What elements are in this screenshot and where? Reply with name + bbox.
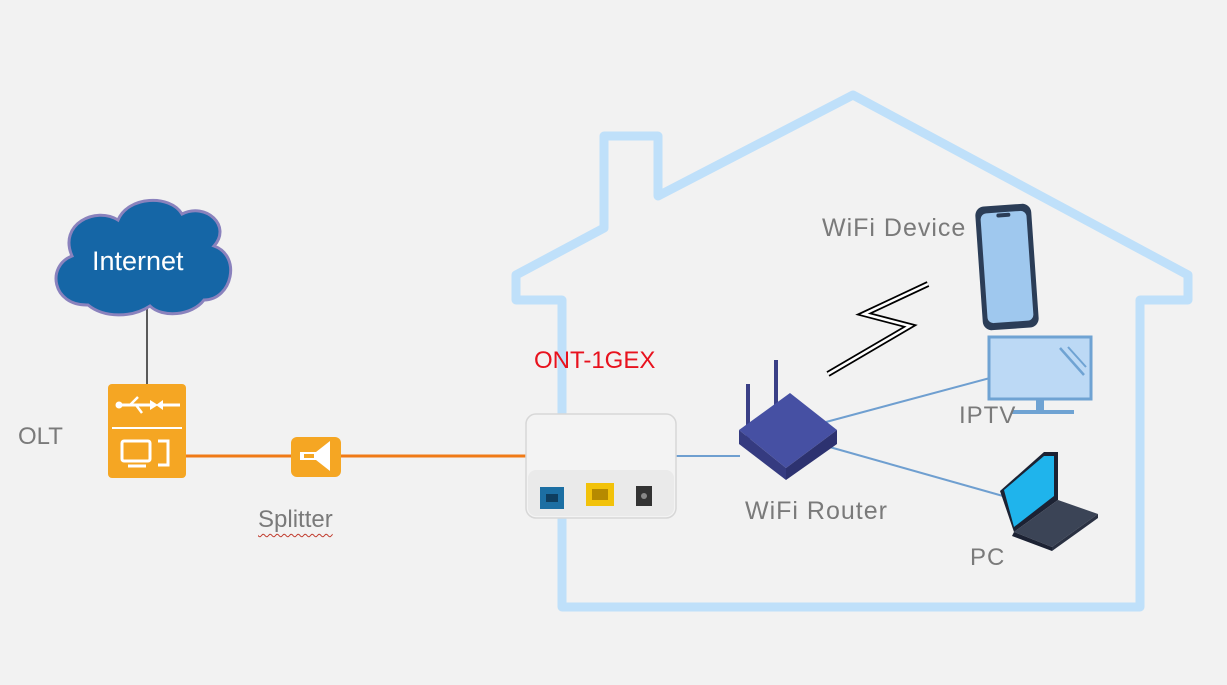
iptv-label: IPTV	[959, 402, 1017, 429]
lightning-bolt-icon	[826, 281, 930, 377]
splitter-label: Splitter	[258, 506, 333, 533]
laptop-icon	[1000, 452, 1098, 551]
splitter-icon	[291, 437, 341, 477]
monitor-icon	[987, 335, 1093, 414]
olt-label: OLT	[18, 423, 63, 450]
ont-device-icon	[525, 413, 677, 519]
wifi-router-label: WiFi Router	[745, 497, 888, 525]
router-iptv-link	[825, 377, 991, 423]
house-outline	[511, 90, 1193, 612]
smartphone-icon	[975, 203, 1039, 331]
wifi-device-label: WiFi Device	[822, 214, 967, 242]
router-icon	[739, 360, 837, 480]
ont-label: ONT-1GEX	[534, 347, 656, 374]
cloud-icon	[54, 199, 233, 317]
olt-icon	[108, 384, 186, 478]
internet-label: Internet	[92, 246, 184, 276]
router-pc-link	[825, 445, 1004, 497]
pc-label: PC	[970, 544, 1006, 571]
